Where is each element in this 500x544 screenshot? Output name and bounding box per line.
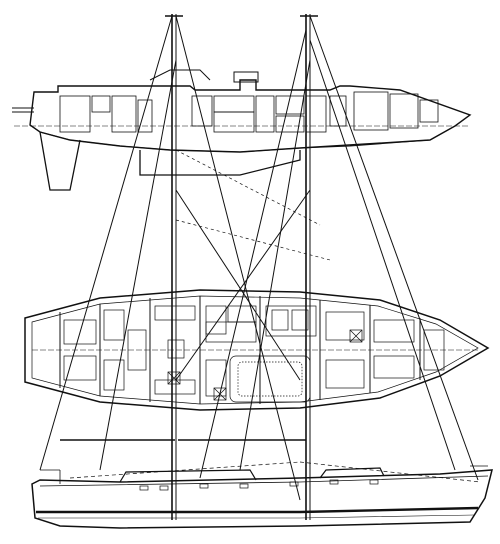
hull-profile [31, 465, 493, 529]
accommodation-plan [24, 289, 490, 411]
section-profile [12, 69, 472, 191]
